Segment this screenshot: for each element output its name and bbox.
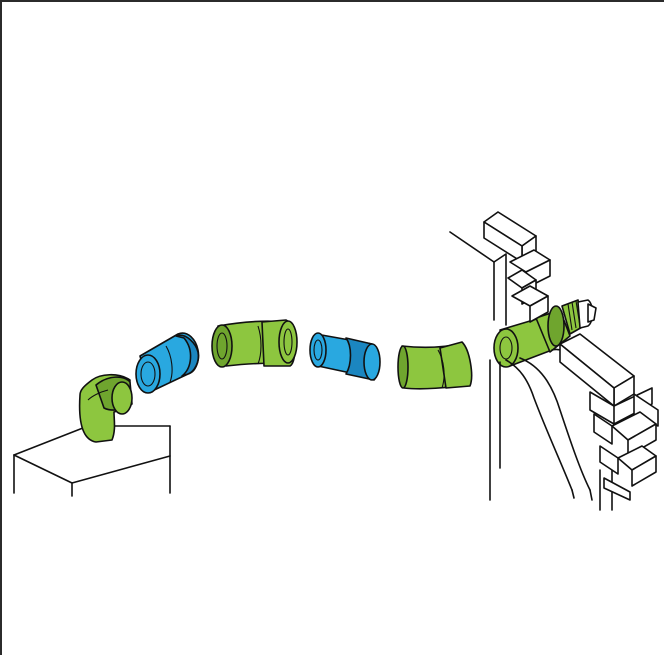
blue-extension-2 — [309, 332, 381, 381]
green-45-bend — [397, 341, 473, 390]
green-wall-terminal — [493, 299, 597, 368]
green-long-bend — [211, 319, 298, 368]
boiler-unit — [13, 425, 171, 497]
blue-extension-1 — [135, 332, 200, 394]
green-elbow-90 — [78, 373, 133, 443]
brick-wall-section — [449, 211, 659, 511]
